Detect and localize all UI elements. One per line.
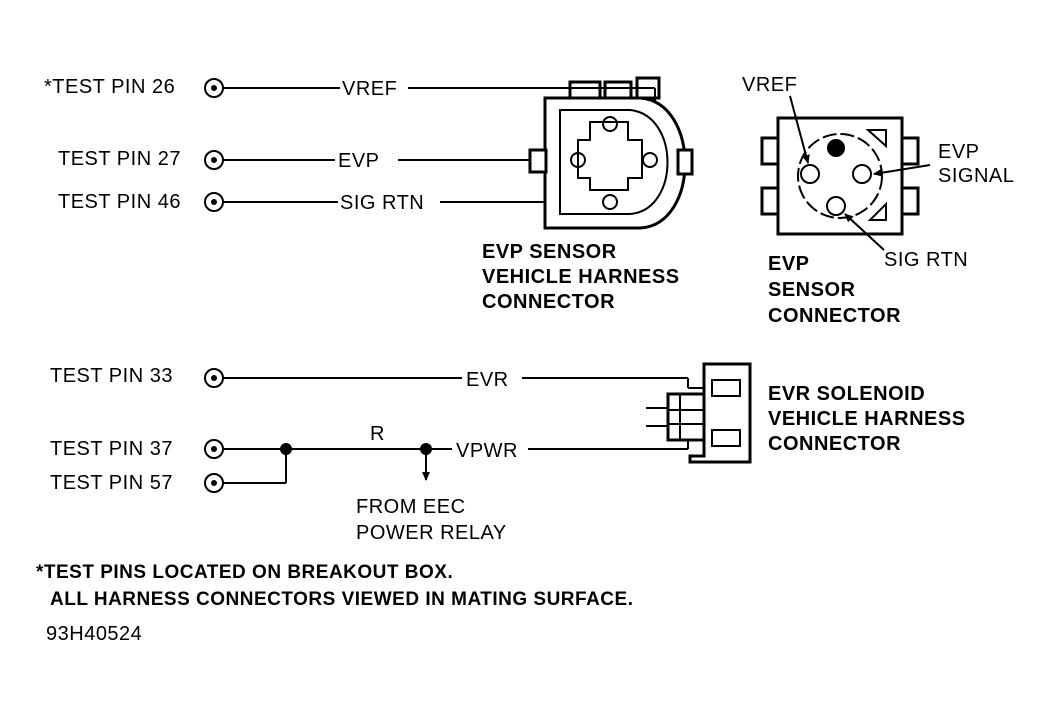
evr-test-pins: TEST PIN 33 TEST PIN 37 TEST PIN 57 [50,365,224,494]
pin-57-terminal-icon [204,473,224,493]
svg-text:VEHICLE HARNESS: VEHICLE HARNESS [768,408,966,430]
svg-text:SENSOR: SENSOR [768,279,856,301]
test-pin-27-label: TEST PIN 27 [58,148,181,170]
evr-wires: EVR R VPWR [223,369,712,484]
svg-text:CONNECTOR: CONNECTOR [482,291,615,313]
footnote-line-1: *TEST PINS LOCATED ON BREAKOUT BOX. [36,562,453,583]
svg-text:EVR SOLENOID: EVR SOLENOID [768,383,925,405]
svg-text:EVP SENSOR: EVP SENSOR [482,241,617,263]
test-pin-37-label: TEST PIN 37 [50,438,173,460]
evp-sensor-connector-icon [760,95,931,251]
evp-harness-connector-icon [528,76,694,230]
svg-text:FROM EEC: FROM EEC [356,496,466,518]
figure-id: 93H40524 [46,623,142,645]
relay-label: FROM EEC POWER RELAY [356,496,507,544]
test-pin-33-label: TEST PIN 33 [50,365,173,387]
test-pin-46-label: TEST PIN 46 [58,191,181,213]
svg-text:POWER RELAY: POWER RELAY [356,522,507,544]
evp-test-pins: *TEST PIN 26 TEST PIN 27 TEST PIN 46 [44,76,224,213]
wire-vref-label: VREF [342,78,397,100]
splice-dot-icon [280,443,292,455]
svg-text:EVP: EVP [768,253,810,275]
pin-26-terminal-icon [204,78,224,98]
wire-r-label: R [370,423,385,445]
evp-harness-label: EVP SENSOR VEHICLE HARNESS CONNECTOR [482,241,680,313]
wire-vpwr-label: VPWR [456,440,518,462]
test-pin-57-label: TEST PIN 57 [50,472,173,494]
svg-text:CONNECTOR: CONNECTOR [768,433,901,455]
sensor-signal-label: SIGNAL [938,165,1014,187]
footnote-line-2: ALL HARNESS CONNECTORS VIEWED IN MATING … [50,589,633,610]
evr-solenoid-connector-icon [646,362,752,464]
wire-evr-label: EVR [466,369,509,391]
wire-evp-label: EVP [338,150,380,172]
sensor-vref-label: VREF [742,74,797,96]
wire-sig-rtn-label: SIG RTN [340,192,424,214]
evp-sensor-label: EVP SENSOR CONNECTOR [768,253,901,327]
svg-text:CONNECTOR: CONNECTOR [768,305,901,327]
sensor-evp-label: EVP [938,141,980,163]
evr-solenoid-label: EVR SOLENOID VEHICLE HARNESS CONNECTOR [768,383,966,455]
sensor-sig-rtn-label: SIG RTN [884,249,968,271]
pin-27-terminal-icon [204,150,224,170]
pin-33-terminal-icon [204,368,224,388]
pin-37-terminal-icon [204,439,224,459]
svg-text:VEHICLE HARNESS: VEHICLE HARNESS [482,266,680,288]
test-pin-26-label: *TEST PIN 26 [44,76,175,98]
pin-46-terminal-icon [204,192,224,212]
footnotes: *TEST PINS LOCATED ON BREAKOUT BOX. ALL … [36,562,633,645]
